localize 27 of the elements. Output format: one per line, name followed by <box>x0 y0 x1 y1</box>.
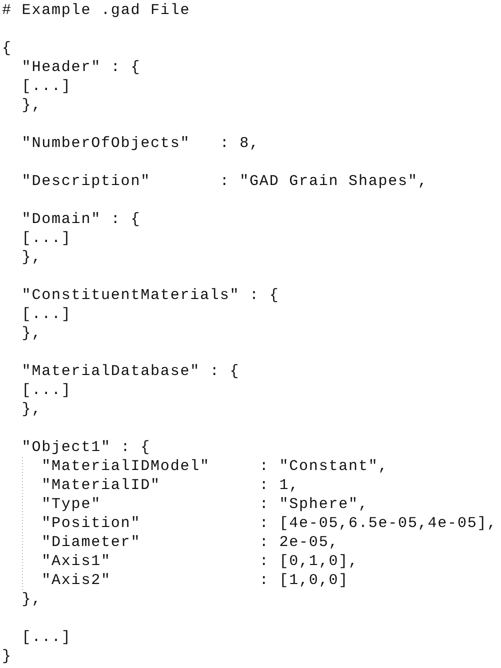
code-line: "Header" : { <box>22 58 141 77</box>
code-line: "MaterialID" : 1, <box>42 476 300 495</box>
code-line: "ConstituentMaterials" : { <box>22 286 280 305</box>
code-line: "MaterialIDModel" : "Constant", <box>42 457 388 476</box>
code-line: } <box>2 647 12 666</box>
code-line: "Diameter" : 2e-05, <box>42 533 339 552</box>
code-line: "Axis1" : [0,1,0], <box>42 552 358 571</box>
code-line: "Axis2" : [1,0,0] <box>42 571 349 590</box>
code-line: "Object1" : { <box>22 438 151 457</box>
code-line: }, <box>22 96 42 115</box>
code-line: { <box>2 39 12 58</box>
code-line: "MaterialDatabase" : { <box>22 362 240 381</box>
code-line: [...] <box>22 381 72 400</box>
code-comment: # Example .gad File <box>2 1 190 20</box>
code-line: "Type" : "Sphere", <box>42 495 368 514</box>
code-line: }, <box>22 248 42 267</box>
code-line: }, <box>22 400 42 419</box>
code-line: [...] <box>22 229 72 248</box>
code-line: [...] <box>22 305 72 324</box>
code-line: "NumberOfObjects" : 8, <box>22 134 260 153</box>
code-line: "Position" : [4e-05,6.5e-05,4e-05], <box>42 514 498 533</box>
code-line: }, <box>22 324 42 343</box>
code-line: "Domain" : { <box>22 210 141 229</box>
code-line: [...] <box>22 628 72 647</box>
code-line: [...] <box>22 77 72 96</box>
code-line: }, <box>22 590 42 609</box>
code-line: "Description" : "GAD Grain Shapes", <box>22 172 428 191</box>
